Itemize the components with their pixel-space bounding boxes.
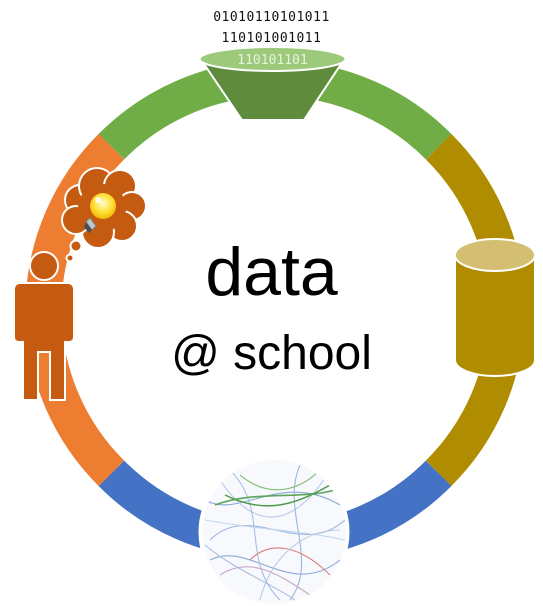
binary-text-line-2: 110101001011 bbox=[221, 31, 322, 46]
funnel-binary-text: 110101101 bbox=[237, 53, 307, 68]
database-cylinder-icon bbox=[454, 238, 536, 377]
lightbulb-icon bbox=[84, 193, 116, 233]
diagram-title: data bbox=[205, 234, 338, 310]
binary-text-line-1: 01010110101011 bbox=[213, 10, 330, 25]
funnel-icon: 110101101 bbox=[198, 46, 347, 121]
diagram-subtitle: @ school bbox=[171, 327, 372, 380]
network-visualization-icon bbox=[198, 456, 350, 606]
person-icon bbox=[13, 251, 75, 401]
